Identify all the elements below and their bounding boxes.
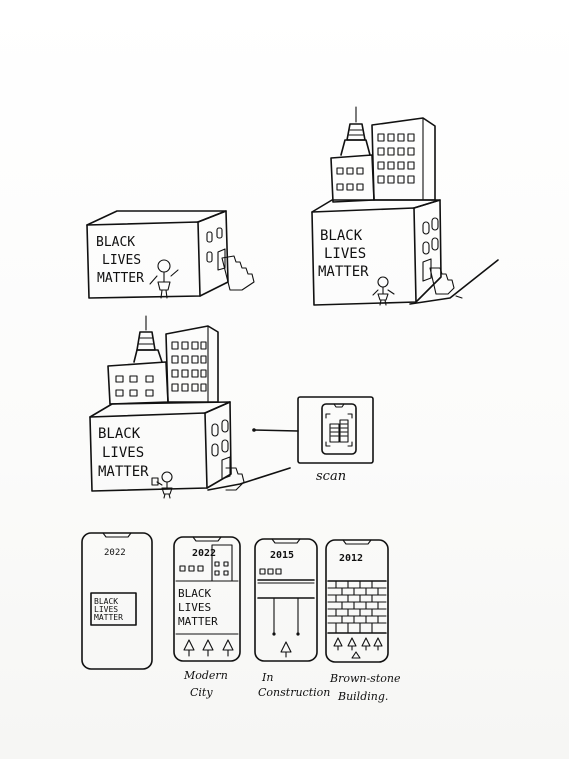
scan-frame: scan (297, 396, 374, 484)
phone-2022-modern-city: 2022 BLACK LIVES MATTER Modern City (173, 536, 241, 699)
mural-line-2: LIVES (94, 605, 118, 614)
phone-caption-line-1: Modern (183, 669, 228, 682)
person-with-phone (151, 471, 173, 499)
phone-2015-construction: 2015 In Construction (254, 538, 330, 699)
building-a: BLACK LIVES MATTER (86, 210, 255, 299)
phone-year: 2012 (339, 553, 363, 564)
phone-year: 2022 (104, 548, 126, 558)
mural-line-3: MATTER (97, 271, 144, 286)
person-figure (372, 276, 395, 306)
phone-caption-line-1: Brown-stone (329, 672, 401, 685)
mural-line-2: LIVES (102, 445, 144, 461)
mural-line-2: LIVES (178, 601, 211, 614)
mural-line-1: BLACK (178, 587, 211, 600)
building-c: BLACK LIVES MATTER (89, 315, 291, 499)
mural-line-1: BLACK (98, 426, 141, 442)
mural-line-2: LIVES (102, 253, 141, 268)
phone-2012-brownstone: 2012 Brown-stone Building. (325, 539, 401, 703)
mural-line-3: MATTER (98, 464, 149, 480)
phone-2022-blank: 2022 BLACK LIVES MATTER (81, 532, 153, 670)
phone-year: 2022 (192, 548, 216, 559)
connector-line (253, 429, 299, 432)
phone-caption-line-2: Building. (337, 690, 388, 703)
scan-label: scan (316, 469, 346, 484)
mural-line-3: MATTER (94, 613, 123, 622)
mural-line-1: BLACK (320, 228, 363, 244)
mural-line-1: BLACK (96, 235, 135, 250)
building-b: BLACK LIVES MATTER (311, 106, 499, 306)
person-figure (149, 259, 179, 299)
phone-caption-line-1: In (261, 671, 273, 684)
mural-line-3: MATTER (318, 264, 369, 280)
phone-caption-line-2: Construction (258, 686, 330, 699)
mural-line-1: BLACK (94, 597, 118, 606)
mural-line-2: LIVES (324, 246, 366, 262)
mural-line-3: MATTER (178, 615, 218, 628)
phone-year: 2015 (270, 550, 294, 561)
phone-caption-line-2: City (190, 686, 213, 699)
